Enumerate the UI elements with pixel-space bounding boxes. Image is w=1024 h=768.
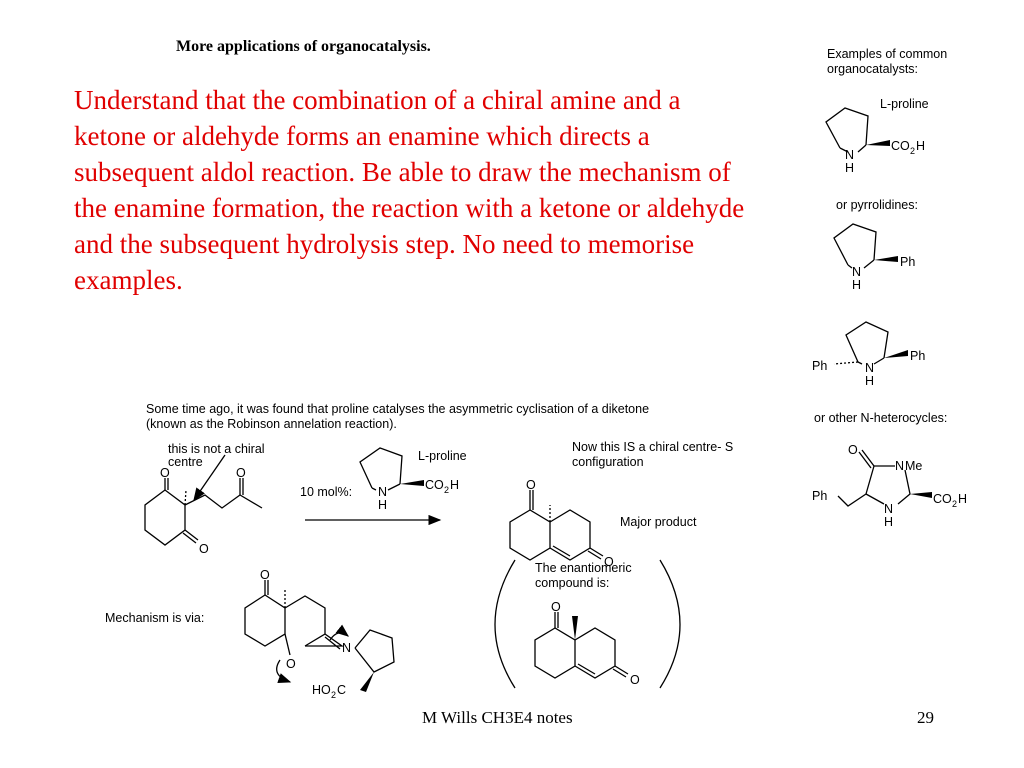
reaction-arrow-group: L-proline N H CO 2 H xyxy=(305,447,467,526)
svg-text:CO: CO xyxy=(933,492,952,506)
imidazolidinone-structure: O N Me N H Ph CO 2 H xyxy=(812,443,967,529)
mechanism-label: Mechanism is via: xyxy=(105,611,205,625)
svg-text:N: N xyxy=(852,265,861,279)
svg-text:O: O xyxy=(160,466,170,480)
svg-text:Ph: Ph xyxy=(812,359,827,373)
catalyst-loading: 10 mol%: xyxy=(300,485,353,499)
svg-text:2: 2 xyxy=(952,499,957,509)
l-proline-structure: L-proline N H CO 2 H xyxy=(825,97,929,175)
svg-text:C: C xyxy=(337,683,346,697)
enantiomer-structure: O O xyxy=(494,559,681,689)
svg-text:N: N xyxy=(378,485,387,499)
svg-text:H: H xyxy=(916,139,925,153)
starting-triketone-structure: O O O xyxy=(144,454,263,556)
svg-text:N: N xyxy=(342,641,351,655)
svg-text:2: 2 xyxy=(910,146,915,156)
svg-text:2: 2 xyxy=(444,485,449,495)
svg-text:H: H xyxy=(845,161,854,175)
svg-text:H: H xyxy=(865,374,874,388)
svg-text:CO: CO xyxy=(425,478,444,492)
page-number: 29 xyxy=(917,708,934,727)
svg-text:O: O xyxy=(526,478,536,492)
enantiomer-label: The enantiomeric compound is: xyxy=(535,561,632,590)
svg-text:N: N xyxy=(865,361,874,375)
svg-text:O: O xyxy=(260,568,270,582)
chiral-centre-label: Now this IS a chiral centre- S configura… xyxy=(572,440,734,469)
svg-text:O: O xyxy=(236,466,246,480)
svg-text:N: N xyxy=(895,459,904,473)
heterocycles-label: or other N-heterocycles: xyxy=(814,411,948,425)
examples-heading: Examples of common organocatalysts: xyxy=(827,47,948,76)
learning-objective-text: Understand that the combination of a chi… xyxy=(74,85,745,295)
svg-text:H: H xyxy=(450,478,459,492)
svg-text:CO: CO xyxy=(891,139,910,153)
svg-text:HO: HO xyxy=(312,683,331,697)
slide-title: More applications of organocatalysis. xyxy=(176,38,431,55)
svg-text:N: N xyxy=(884,502,893,516)
diphenylpyrrolidine-structure: N H Ph Ph xyxy=(812,321,925,388)
svg-text:O: O xyxy=(286,657,296,671)
svg-text:H: H xyxy=(378,498,387,512)
mechanism-intermediate-structure: O O N HO 2 C xyxy=(244,568,395,700)
svg-text:O: O xyxy=(551,600,561,614)
footer-notes: M Wills CH3E4 notes xyxy=(422,708,573,727)
svg-text:H: H xyxy=(852,278,861,292)
svg-text:O: O xyxy=(630,673,640,687)
n-atom: N xyxy=(845,148,854,162)
svg-text:Ph: Ph xyxy=(900,255,915,269)
svg-text:O: O xyxy=(604,555,614,569)
svg-text:H: H xyxy=(958,492,967,506)
l-proline-label: L-proline xyxy=(880,97,929,111)
svg-text:H: H xyxy=(884,515,893,529)
svg-text:Ph: Ph xyxy=(910,349,925,363)
phenylpyrrolidine-structure: N H Ph xyxy=(833,223,915,292)
svg-text:Ph: Ph xyxy=(812,489,827,503)
svg-text:2: 2 xyxy=(331,690,336,700)
svg-text:O: O xyxy=(199,542,209,556)
svg-text:L-proline: L-proline xyxy=(418,449,467,463)
pyrrolidines-label: or pyrrolidines: xyxy=(836,198,918,212)
major-product-label: Major product xyxy=(620,515,697,529)
not-chiral-centre-label: this is not a chiral centre xyxy=(168,442,265,469)
robinson-intro-text: Some time ago, it was found that proline… xyxy=(146,402,650,431)
major-product-structure: O O xyxy=(509,478,614,569)
svg-text:O: O xyxy=(848,443,858,457)
svg-text:Me: Me xyxy=(905,459,922,473)
